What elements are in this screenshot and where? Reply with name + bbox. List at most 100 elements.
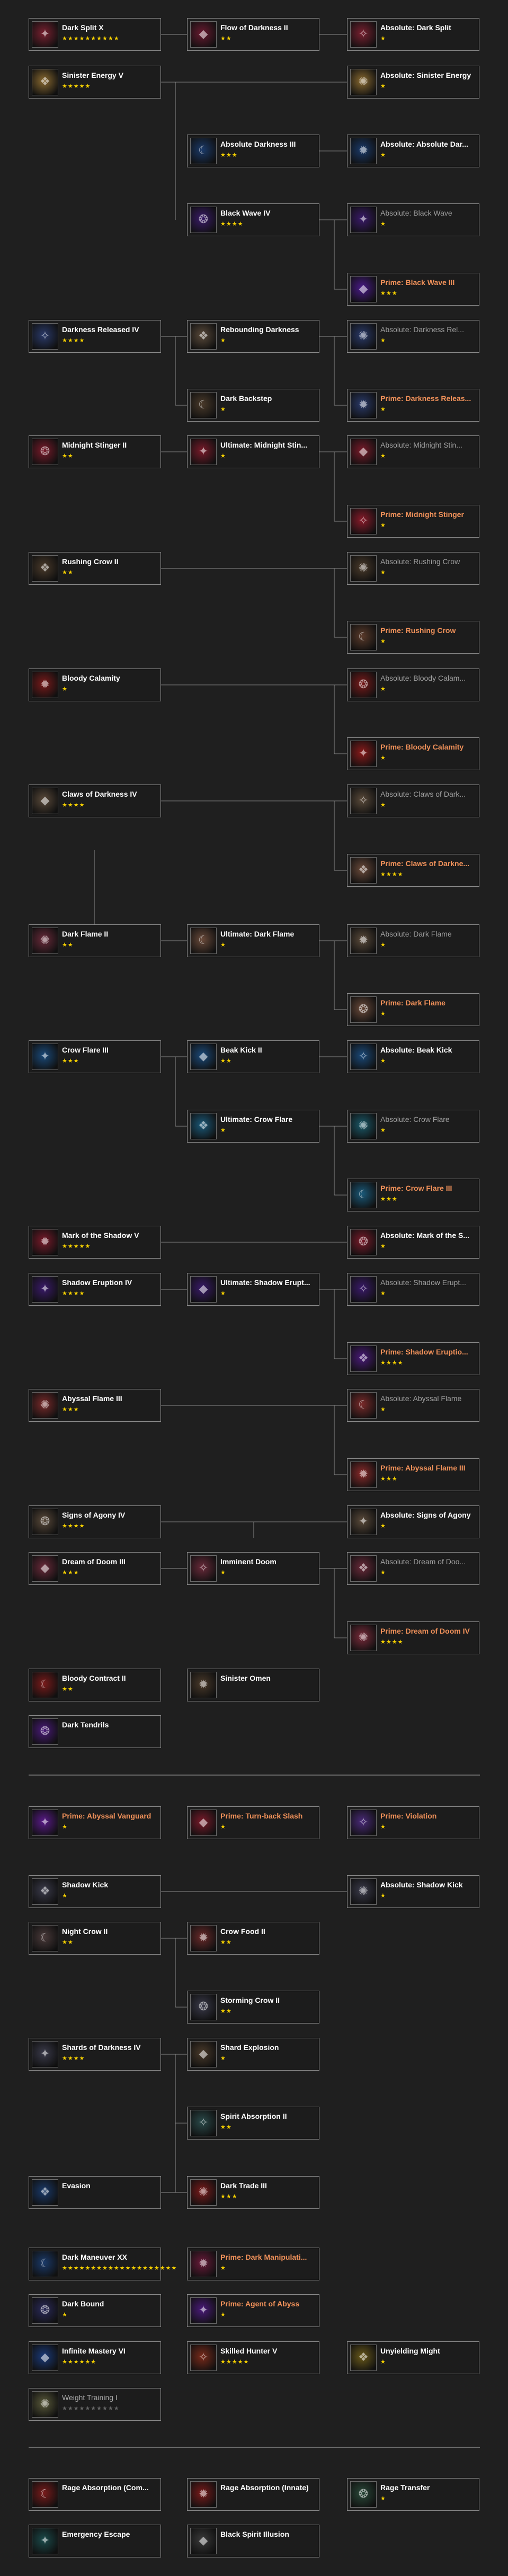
skill-node-infinite-mastery[interactable]: ◆Infinite Mastery VI★★★★★★: [29, 2341, 161, 2374]
skill-name: Shards of Darkness IV: [62, 2043, 141, 2052]
skill-rank-stars: ★: [380, 1823, 386, 1830]
skill-node-bloody-calamity[interactable]: ✹Bloody Calamity★: [29, 668, 161, 701]
skill-node-prime-violation[interactable]: ✧Prime: Violation★: [347, 1806, 479, 1839]
skill-name: Prime: Bloody Calamity: [380, 743, 464, 751]
skill-name: Prime: Dark Flame: [380, 999, 445, 1007]
skill-node-abs-shadow-kick[interactable]: ✺Absolute: Shadow Kick★: [347, 1875, 479, 1908]
skill-node-dark-bound[interactable]: ❂Dark Bound★: [29, 2294, 161, 2327]
skill-node-abs-crow-flare[interactable]: ✺Absolute: Crow Flare★: [347, 1110, 479, 1143]
skill-node-spirit-absorption[interactable]: ✧Spirit Absorption II★★: [187, 2107, 319, 2140]
skill-node-abs-abyssal-flame[interactable]: ☾Absolute: Abyssal Flame★: [347, 1389, 479, 1422]
skill-node-prime-midnight[interactable]: ✧Prime: Midnight Stinger★: [347, 505, 479, 538]
skill-node-prime-dark-manip[interactable]: ✹Prime: Dark Manipulati...★: [187, 2248, 319, 2280]
skill-node-dark-trade[interactable]: ✺Dark Trade III★★★: [187, 2176, 319, 2209]
skill-node-abs-darkness-3[interactable]: ☾Absolute Darkness III★★★: [187, 135, 319, 167]
skill-name: Prime: Agent of Abyss: [220, 2299, 300, 2308]
skill-node-dream-doom[interactable]: ◆Dream of Doom III★★★: [29, 1552, 161, 1585]
skill-node-crow-flare[interactable]: ✦Crow Flare III★★★: [29, 1040, 161, 1073]
skill-node-abs-beak-kick[interactable]: ✧Absolute: Beak Kick★: [347, 1040, 479, 1073]
skill-node-shards-darkness[interactable]: ✦Shards of Darkness IV★★★★: [29, 2038, 161, 2071]
skill-node-darkness-released[interactable]: ✧Darkness Released IV★★★★: [29, 320, 161, 353]
skill-name: Dark Flame II: [62, 930, 109, 938]
signs-of-agony-icon: ✦: [350, 1509, 377, 1535]
skill-node-shard-explosion[interactable]: ◆Shard Explosion★: [187, 2038, 319, 2071]
skill-node-prime-abyssal-vanguard[interactable]: ✦Prime: Abyssal Vanguard★: [29, 1806, 161, 1839]
skill-node-beak-kick[interactable]: ◆Beak Kick II★★: [187, 1040, 319, 1073]
skill-node-abyssal-flame[interactable]: ✺Abyssal Flame III★★★: [29, 1389, 161, 1422]
skill-node-storming-crow[interactable]: ❂Storming Crow II★★: [187, 1991, 319, 2024]
skill-node-shadow-eruption[interactable]: ✦Shadow Eruption IV★★★★: [29, 1273, 161, 1306]
crow-flare-icon: ☾: [350, 1182, 377, 1208]
skill-node-abs-mark[interactable]: ❂Absolute: Mark of the S...★: [347, 1226, 479, 1259]
skill-node-ult-crow-flare[interactable]: ❖Ultimate: Crow Flare★: [187, 1110, 319, 1143]
skill-rank-stars: ★★: [220, 2008, 232, 2015]
skill-node-midnight-stinger[interactable]: ❂Midnight Stinger II★★: [29, 435, 161, 468]
skill-node-dark-backstep[interactable]: ☾Dark Backstep★: [187, 389, 319, 422]
skill-node-black-spirit-illusion[interactable]: ◆Black Spirit Illusion: [187, 2525, 319, 2557]
skill-node-weight-training[interactable]: ✺Weight Training I★★★★★★★★★★: [29, 2388, 161, 2421]
skill-node-abs-dream-doom[interactable]: ❖Absolute: Dream of Doo...★: [347, 1552, 479, 1585]
skill-node-abs-abs-dar[interactable]: ✹Absolute: Absolute Dar...★: [347, 135, 479, 167]
skill-name: Dark Maneuver XX: [62, 2253, 127, 2261]
skill-node-flow-darkness[interactable]: ◆Flow of Darkness II★★: [187, 18, 319, 51]
skill-node-ult-dark-flame[interactable]: ☾Ultimate: Dark Flame★: [187, 924, 319, 957]
midnight-stinger-icon: ◆: [350, 439, 377, 465]
skill-node-abs-rushing[interactable]: ✺Absolute: Rushing Crow★: [347, 552, 479, 585]
skill-node-prime-abyssal-flame[interactable]: ✹Prime: Abyssal Flame III★★★: [347, 1458, 479, 1491]
skill-node-abs-darkness-rel[interactable]: ✺Absolute: Darkness Rel...★: [347, 320, 479, 353]
skill-node-rage-absorption-com[interactable]: ☾Rage Absorption (Com...: [29, 2478, 161, 2511]
skill-node-prime-rushing[interactable]: ☾Prime: Rushing Crow★: [347, 621, 479, 654]
skill-node-abs-black-wave[interactable]: ✦Absolute: Black Wave★: [347, 203, 479, 236]
skill-node-evasion[interactable]: ❖Evasion: [29, 2176, 161, 2209]
skill-node-ult-shadow-erupt[interactable]: ◆Ultimate: Shadow Erupt...★: [187, 1273, 319, 1306]
skill-node-rage-transfer[interactable]: ❂Rage Transfer★: [347, 2478, 479, 2511]
skill-node-black-wave[interactable]: ❂Black Wave IV★★★★: [187, 203, 319, 236]
skill-node-dark-flame[interactable]: ✺Dark Flame II★★: [29, 924, 161, 957]
skill-node-crow-food[interactable]: ✹Crow Food II★★: [187, 1922, 319, 1955]
skill-node-prime-agent-abyss[interactable]: ✦Prime: Agent of Abyss★: [187, 2294, 319, 2327]
skill-node-dark-split[interactable]: ✦Dark Split X★★★★★★★★★★: [29, 18, 161, 51]
skill-node-abs-dark-flame[interactable]: ✹Absolute: Dark Flame★: [347, 924, 479, 957]
skill-node-rage-absorption-innate[interactable]: ✹Rage Absorption (Innate): [187, 2478, 319, 2511]
skill-node-sinister-omen[interactable]: ✹Sinister Omen: [187, 1669, 319, 1701]
skill-node-rushing-crow[interactable]: ❖Rushing Crow II★★: [29, 552, 161, 585]
skill-node-dark-tendrils[interactable]: ❂Dark Tendrils: [29, 1715, 161, 1748]
skill-node-abs-signs[interactable]: ✦Absolute: Signs of Agony★: [347, 1505, 479, 1538]
skill-node-prime-darkness-rel[interactable]: ✹Prime: Darkness Releas...★: [347, 389, 479, 422]
skill-node-emergency-escape[interactable]: ✦Emergency Escape: [29, 2525, 161, 2557]
skill-node-unyielding-might[interactable]: ❖Unyielding Might★: [347, 2341, 479, 2374]
skill-node-abs-midnight[interactable]: ◆Absolute: Midnight Stin...★: [347, 435, 479, 468]
skill-node-dark-maneuver[interactable]: ☾Dark Maneuver XX★★★★★★★★★★★★★★★★★★★★: [29, 2248, 176, 2280]
skill-node-abs-bloody-cal[interactable]: ❂Absolute: Bloody Calam...★: [347, 668, 479, 701]
skill-node-bloody-contract[interactable]: ☾Bloody Contract II★★: [29, 1669, 161, 1701]
skill-node-shadow-kick[interactable]: ❖Shadow Kick★: [29, 1875, 161, 1908]
skill-node-sinister-energy[interactable]: ❖Sinister Energy V★★★★★: [29, 66, 161, 99]
skill-rank-stars: ★★★: [62, 1057, 79, 1064]
skill-name: Absolute: Abyssal Flame: [380, 1394, 462, 1403]
dream-of-doom-icon: ❖: [350, 1555, 377, 1582]
skill-node-mark-shadow[interactable]: ✹Mark of the Shadow V★★★★★: [29, 1226, 161, 1259]
skill-node-abs-dark-split[interactable]: ✧Absolute: Dark Split★: [347, 18, 479, 51]
skill-node-prime-claws[interactable]: ❖Prime: Claws of Darkne...★★★★: [347, 854, 479, 887]
skill-node-night-crow[interactable]: ☾Night Crow II★★: [29, 1922, 161, 1955]
skill-node-prime-dream-doom[interactable]: ✺Prime: Dream of Doom IV★★★★: [347, 1621, 479, 1654]
skill-node-abs-shadow-erupt[interactable]: ✧Absolute: Shadow Erupt...★: [347, 1273, 479, 1306]
skill-name: Dream of Doom III: [62, 1557, 126, 1566]
skill-node-prime-bloody-cal[interactable]: ✦Prime: Bloody Calamity★: [347, 737, 479, 770]
skill-node-ult-midnight[interactable]: ✦Ultimate: Midnight Stin...★: [187, 435, 319, 468]
skill-node-rebounding[interactable]: ❖Rebounding Darkness★: [187, 320, 319, 353]
skill-node-claws-darkness[interactable]: ◆Claws of Darkness IV★★★★: [29, 785, 161, 817]
skill-node-abs-sinister[interactable]: ✺Absolute: Sinister Energy★: [347, 66, 479, 99]
skill-node-prime-shadow-erupt[interactable]: ❖Prime: Shadow Eruptio...★★★★: [347, 1342, 479, 1375]
dark-trade-icon: ✺: [190, 2179, 217, 2206]
skill-node-prime-dark-flame[interactable]: ❂Prime: Dark Flame★: [347, 993, 479, 1026]
skill-node-abs-claws[interactable]: ✧Absolute: Claws of Dark...★: [347, 785, 479, 817]
skill-node-prime-black-wave[interactable]: ◆Prime: Black Wave III★★★: [347, 273, 479, 306]
skill-node-prime-crow-flare[interactable]: ☾Prime: Crow Flare III★★★: [347, 1179, 479, 1211]
shadow-eruption-icon: ◆: [190, 1276, 217, 1303]
skill-node-imminent-doom[interactable]: ✧Imminent Doom★: [187, 1552, 319, 1585]
skill-node-skilled-hunter[interactable]: ✧Skilled Hunter V★★★★★: [187, 2341, 319, 2374]
skill-rank-stars: ★: [62, 1892, 68, 1899]
skill-node-prime-turn-back[interactable]: ◆Prime: Turn-back Slash★: [187, 1806, 319, 1839]
skill-node-signs-agony[interactable]: ❂Signs of Agony IV★★★★: [29, 1505, 161, 1538]
